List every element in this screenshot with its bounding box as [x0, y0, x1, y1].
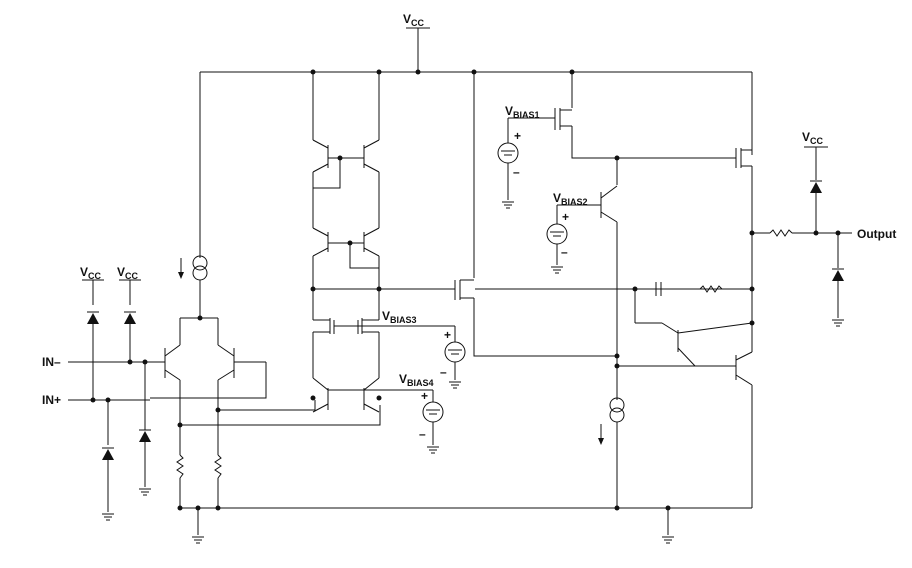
in-plus-label: IN+: [42, 393, 61, 407]
plus-sign: +: [444, 328, 451, 342]
vbias3-label: VBIAS3: [382, 309, 417, 325]
output-label: Output: [857, 227, 896, 241]
plus-sign: +: [421, 389, 428, 403]
vbias2-label: VBIAS2: [553, 191, 588, 207]
minus-sign: –: [440, 365, 447, 379]
output-clamp-diode: [832, 270, 844, 281]
junction-dots: [90, 69, 841, 511]
plus-sign: +: [514, 129, 521, 143]
vcc-input-label: VCC: [117, 265, 139, 281]
in-minus-label: IN–: [42, 355, 61, 369]
current-mirrors: [312, 72, 752, 454]
vcc-output-label: VCC: [802, 130, 824, 146]
vcc-input-label: VCC: [80, 265, 102, 281]
vcc-rail: [200, 27, 753, 155]
minus-sign: –: [419, 427, 426, 441]
plus-sign: +: [562, 210, 569, 224]
vcc-top-label: VCC: [403, 12, 425, 28]
vbias1-label: VBIAS1: [505, 104, 540, 120]
clamp-diode: [87, 313, 99, 324]
output-clamp-diode: [810, 182, 822, 193]
clamp-diode: [102, 449, 114, 460]
minus-sign: –: [513, 165, 520, 179]
vbias4-label: VBIAS4: [399, 372, 434, 388]
ground-rail: [180, 507, 752, 544]
clamp-diode: [124, 313, 136, 324]
minus-sign: –: [561, 245, 568, 259]
clamp-diode: [139, 431, 151, 442]
input-stage: [68, 72, 381, 521]
